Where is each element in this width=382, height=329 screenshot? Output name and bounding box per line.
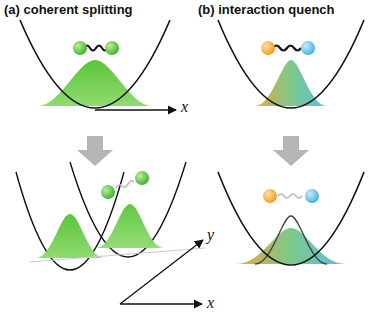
atom bbox=[301, 41, 315, 55]
trap-potential bbox=[218, 20, 364, 108]
gaussian-cloud bbox=[96, 204, 164, 248]
panel-title: (a) coherent splitting bbox=[4, 3, 133, 17]
axis-label: y bbox=[207, 226, 214, 244]
axis-arrow bbox=[120, 303, 202, 304]
down-arrow bbox=[273, 136, 309, 166]
gaussian-cloud bbox=[36, 214, 104, 258]
ground-line bbox=[30, 248, 205, 262]
atom bbox=[105, 41, 119, 55]
trap-potential bbox=[20, 20, 170, 108]
bond-wave bbox=[273, 46, 301, 51]
initial-cloud-outline bbox=[255, 216, 327, 264]
axis-arrow bbox=[95, 109, 176, 110]
bond-wave bbox=[84, 46, 108, 51]
atom bbox=[263, 189, 277, 203]
bond-wave bbox=[116, 181, 134, 188]
down-arrow bbox=[77, 136, 113, 166]
bond-wave bbox=[278, 194, 302, 198]
axis-label: x bbox=[181, 98, 188, 116]
atom bbox=[261, 41, 275, 55]
atom bbox=[305, 189, 319, 203]
gaussian-cloud bbox=[236, 228, 346, 264]
panel-title: (b) interaction quench bbox=[198, 3, 335, 17]
axis-label: x bbox=[207, 294, 214, 312]
atom bbox=[101, 185, 115, 199]
atom bbox=[135, 171, 149, 185]
gaussian-cloud bbox=[255, 60, 327, 106]
trap-potential bbox=[218, 172, 364, 265]
atom bbox=[73, 41, 87, 55]
axis-arrow bbox=[120, 240, 203, 304]
